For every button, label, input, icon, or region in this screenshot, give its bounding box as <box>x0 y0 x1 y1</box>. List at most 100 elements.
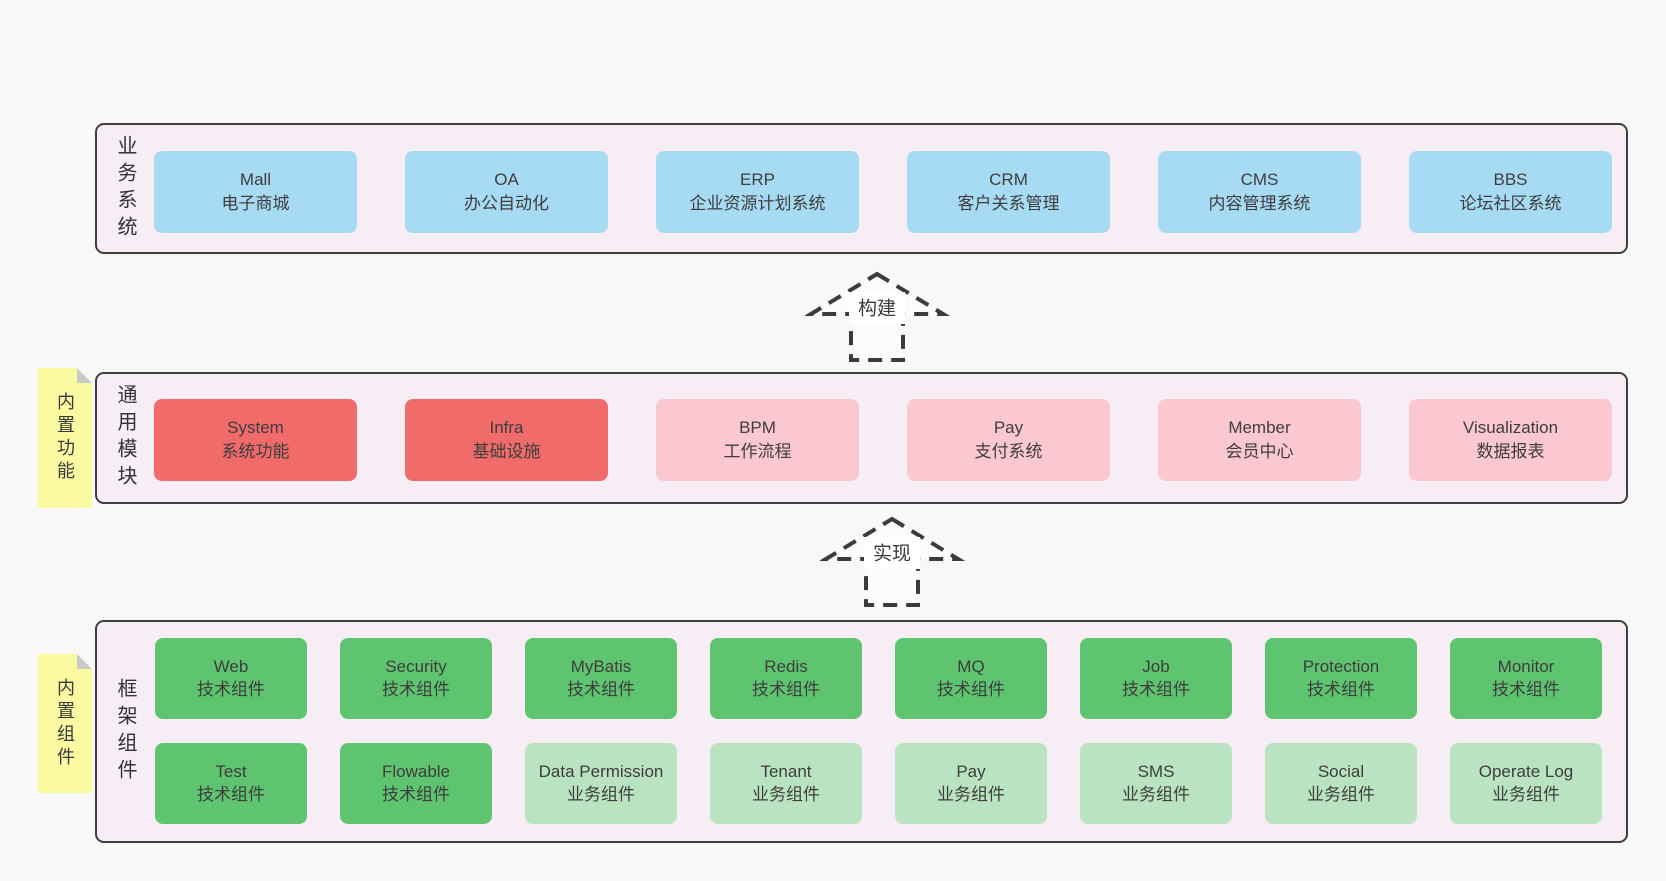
box-subtitle: 办公自动化 <box>464 194 549 213</box>
box-infra: Infra 基础设施 <box>405 399 608 481</box>
box-subtitle: 技术组件 <box>937 679 1005 699</box>
box-title: BPM <box>739 417 776 437</box>
band-business-systems: 业务系统 Mall 电子商城 OA 办公自动化 ERP 企业资源计划系统 CRM… <box>95 123 1628 254</box>
sticky-note-text: 内置功能 <box>55 392 75 484</box>
box-subtitle: 技术组件 <box>752 679 820 699</box>
box-mall: Mall 电子商城 <box>154 151 357 233</box>
box-subtitle: 业务组件 <box>1307 784 1375 804</box>
box-subtitle: 工作流程 <box>723 442 792 461</box>
box-subtitle: 论坛社区系统 <box>1459 194 1562 213</box>
box-subtitle: 会员中心 <box>1225 442 1294 461</box>
box-monitor: Monitor 技术组件 <box>1450 638 1602 719</box>
box-mq: MQ 技术组件 <box>895 638 1047 719</box>
implement-arrow-icon: 实现 <box>820 516 965 607</box>
folded-corner-icon <box>77 368 92 383</box>
box-data-permission: Data Permission 业务组件 <box>525 743 677 824</box>
box-subtitle: 技术组件 <box>382 679 450 699</box>
box-subtitle: 技术组件 <box>197 784 265 804</box>
box-title: Flowable <box>381 762 451 782</box>
framework-components-row-2: Test 技术组件 Flowable 技术组件 Data Permission … <box>155 743 1602 824</box>
box-subtitle: 技术组件 <box>567 679 635 699</box>
box-subtitle: 技术组件 <box>1492 679 1560 699</box>
band-framework-components: 框架组件 Web 技术组件 Security 技术组件 MyBatis 技术组件… <box>95 620 1628 843</box>
box-flowable: Flowable 技术组件 <box>340 743 492 824</box>
band-label-common-modules: 通用模块 <box>114 384 136 492</box>
box-title: Web <box>213 657 249 677</box>
box-subtitle: 电子商城 <box>221 194 290 213</box>
box-title: Member <box>1228 417 1291 437</box>
box-title: Infra <box>489 417 524 437</box>
box-crm: CRM 客户关系管理 <box>907 151 1110 233</box>
box-security: Security 技术组件 <box>340 638 492 719</box>
box-social: Social 业务组件 <box>1265 743 1417 824</box>
box-mybatis: MyBatis 技术组件 <box>525 638 677 719</box>
box-subtitle: 系统功能 <box>221 442 290 461</box>
box-subtitle: 技术组件 <box>1307 679 1375 699</box>
band-label-business-systems: 业务系统 <box>114 134 136 243</box>
box-operate-log: Operate Log 业务组件 <box>1450 743 1602 824</box>
band-common-modules: 通用模块 System 系统功能 Infra 基础设施 BPM 工作流程 Pay… <box>95 372 1628 504</box>
box-oa: OA 办公自动化 <box>405 151 608 233</box>
sticky-note-built-in-components: 内置组件 <box>38 654 92 793</box>
box-title: CRM <box>989 169 1028 189</box>
folded-corner-icon <box>77 654 92 669</box>
box-visualization: Visualization 数据报表 <box>1409 399 1612 481</box>
sticky-note-built-in-functions: 内置功能 <box>38 368 92 508</box>
box-title: Redis <box>764 657 808 677</box>
box-title: Tenant <box>760 762 812 782</box>
box-subtitle: 内容管理系统 <box>1208 194 1311 213</box>
band-label-framework-components: 框架组件 <box>114 677 136 786</box>
box-title: Data Permission <box>538 762 664 782</box>
box-title: Social <box>1317 762 1365 782</box>
business-systems-row: Mall 电子商城 OA 办公自动化 ERP 企业资源计划系统 CRM 客户关系… <box>154 151 1612 233</box>
box-title: Mall <box>239 169 272 189</box>
box-web: Web 技术组件 <box>155 638 307 719</box>
box-erp: ERP 企业资源计划系统 <box>656 151 859 233</box>
box-title: Pay <box>993 417 1024 437</box>
box-subtitle: 技术组件 <box>382 784 450 804</box>
box-subtitle: 客户关系管理 <box>957 194 1060 213</box>
box-title: System <box>227 417 284 437</box>
box-protection: Protection 技术组件 <box>1265 638 1417 719</box>
box-subtitle: 技术组件 <box>1122 679 1190 699</box>
box-title: Test <box>215 762 247 782</box>
box-title: SMS <box>1137 762 1175 782</box>
box-tenant: Tenant 业务组件 <box>710 743 862 824</box>
build-arrow-icon: 构建 <box>805 271 950 362</box>
implement-arrow-label: 实现 <box>873 543 911 565</box>
box-title: MQ <box>957 657 985 677</box>
box-title: Protection <box>1302 657 1380 677</box>
box-subtitle: 业务组件 <box>1122 784 1190 804</box>
box-member: Member 会员中心 <box>1158 399 1361 481</box>
box-bpm: BPM 工作流程 <box>656 399 859 481</box>
box-subtitle: 业务组件 <box>937 784 1005 804</box>
box-title: Job <box>1142 657 1170 677</box>
box-redis: Redis 技术组件 <box>710 638 862 719</box>
box-title: OA <box>494 169 519 189</box>
box-subtitle: 业务组件 <box>567 784 635 804</box>
box-bbs: BBS 论坛社区系统 <box>1409 151 1612 233</box>
box-subtitle: 技术组件 <box>197 679 265 699</box>
box-title: MyBatis <box>570 657 632 677</box>
box-test: Test 技术组件 <box>155 743 307 824</box>
box-pay-module: Pay 支付系统 <box>907 399 1110 481</box>
box-job: Job 技术组件 <box>1080 638 1232 719</box>
box-title: Security <box>385 657 447 677</box>
sticky-note-text: 内置组件 <box>55 677 75 770</box>
box-title: CMS <box>1240 169 1279 189</box>
common-modules-row: System 系统功能 Infra 基础设施 BPM 工作流程 Pay 支付系统… <box>154 399 1612 481</box>
framework-components-row-1: Web 技术组件 Security 技术组件 MyBatis 技术组件 Redi… <box>155 638 1602 719</box>
box-title: Pay <box>956 762 986 782</box>
box-sms: SMS 业务组件 <box>1080 743 1232 824</box>
box-subtitle: 业务组件 <box>752 784 820 804</box>
box-subtitle: 支付系统 <box>974 442 1043 461</box>
box-title: Visualization <box>1462 417 1559 437</box>
box-title: Operate Log <box>1478 762 1574 782</box>
box-pay-component: Pay 业务组件 <box>895 743 1047 824</box>
box-cms: CMS 内容管理系统 <box>1158 151 1361 233</box>
box-subtitle: 企业资源计划系统 <box>689 194 826 213</box>
box-title: Monitor <box>1497 657 1555 677</box>
build-arrow-label: 构建 <box>858 298 896 320</box>
box-title: BBS <box>1493 169 1528 189</box>
box-subtitle: 数据报表 <box>1476 442 1545 461</box>
